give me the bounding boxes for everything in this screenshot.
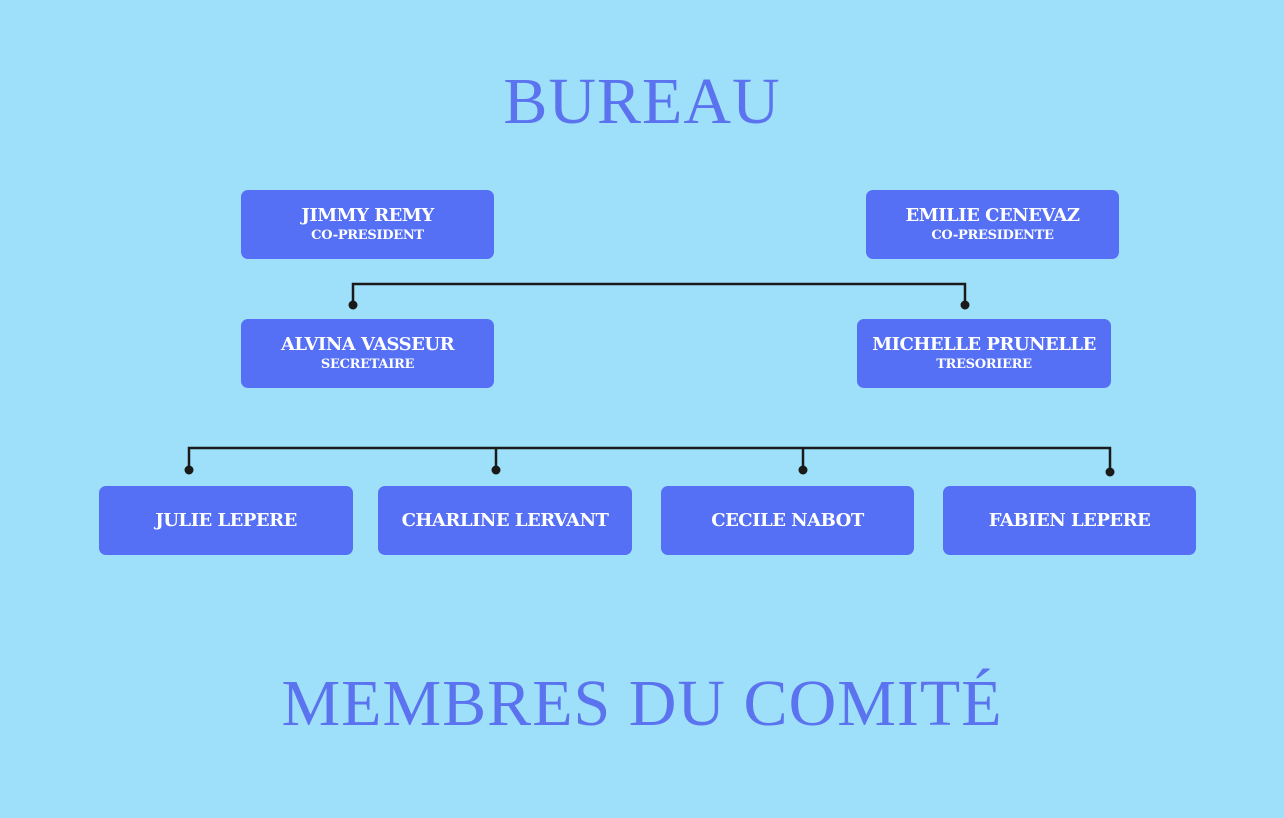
member-role: CO-PRESIDENTE — [931, 228, 1054, 243]
committee-box-fabien-lepere: FABIEN LEPERE — [943, 486, 1196, 555]
bureau-connector-line — [351, 282, 967, 305]
member-name: MICHELLE PRUNELLE — [872, 334, 1096, 355]
comite-title: MEMBRES DU COMITÉ — [281, 667, 1003, 740]
member-name: CHARLINE LERVANT — [401, 509, 609, 531]
connector-dot-fabien — [1105, 467, 1115, 477]
connector-dot-cecile — [798, 465, 808, 475]
member-box-jimmy-remy: JIMMY REMY CO-PRESIDENT — [241, 190, 494, 259]
connector-dot-michelle — [960, 300, 970, 310]
member-name: FABIEN LEPERE — [988, 509, 1151, 531]
connector-dot-charline — [491, 465, 501, 475]
member-name: ALVINA VASSEUR — [280, 334, 455, 355]
member-box-alvina-vasseur: ALVINA VASSEUR SECRETAIRE — [241, 319, 494, 388]
member-role: CO-PRESIDENT — [311, 228, 424, 243]
member-box-michelle-prunelle: MICHELLE PRUNELLE TRESORIERE — [857, 319, 1111, 388]
member-name: JULIE LEPERE — [155, 509, 297, 531]
member-name: CECILE NABOT — [711, 509, 864, 531]
member-name: JIMMY REMY — [301, 205, 434, 226]
committee-box-charline-lervant: CHARLINE LERVANT — [378, 486, 632, 555]
committee-box-julie-lepere: JULIE LEPERE — [99, 486, 353, 555]
committee-box-cecile-nabot: CECILE NABOT — [661, 486, 914, 555]
connector-dot-julie — [184, 465, 194, 475]
bureau-title: BUREAU — [503, 65, 781, 138]
comite-connector-line — [187, 446, 1112, 470]
member-name: EMILIE CENEVAZ — [905, 205, 1080, 226]
connector-dot-alvina — [348, 300, 358, 310]
member-role: TRESORIERE — [936, 357, 1032, 372]
member-box-emilie-cenevaz: EMILIE CENEVAZ CO-PRESIDENTE — [866, 190, 1119, 259]
member-role: SECRETAIRE — [320, 357, 415, 372]
